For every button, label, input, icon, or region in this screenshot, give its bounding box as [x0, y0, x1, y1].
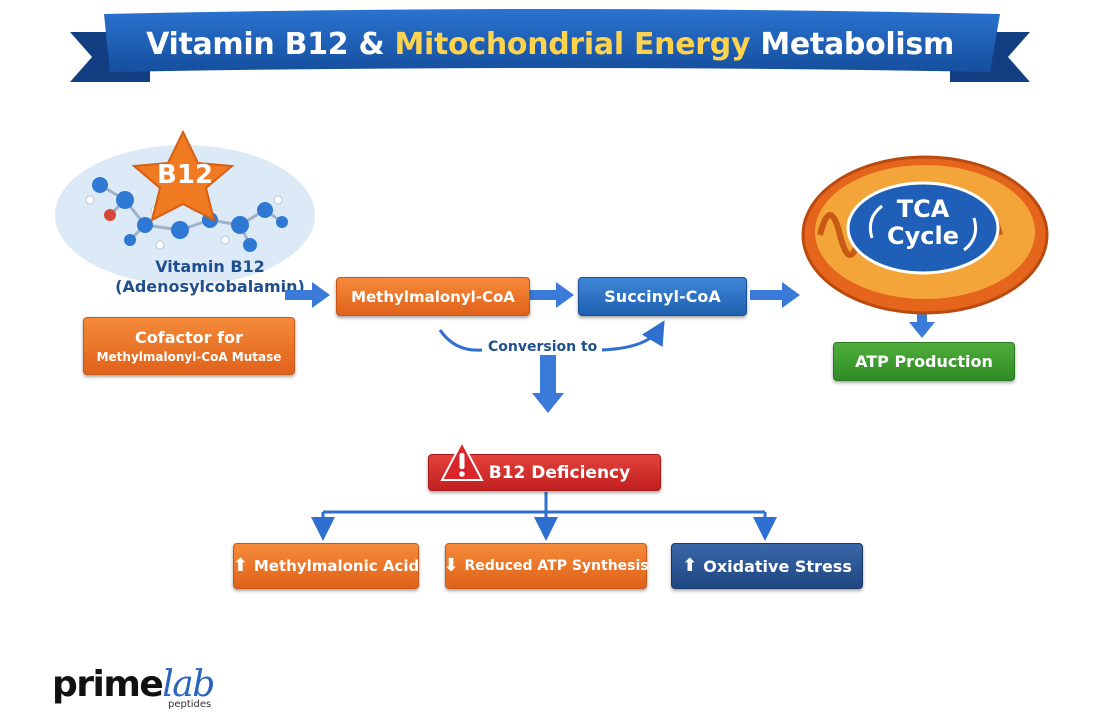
effect-reduced-atp-synthesis: ⬇ Reduced ATP Synthesis — [443, 543, 649, 589]
effect-label: Methylmalonic Acid — [253, 557, 420, 575]
tca-label-line1: TCA — [896, 195, 950, 223]
atp-production-box: ATP Production — [833, 342, 1015, 381]
title-banner — [70, 9, 1030, 82]
logo-prime: prime — [52, 664, 164, 705]
logo-lab: lab — [162, 664, 215, 705]
deficiency-tree — [311, 492, 777, 541]
arrow-b12-to-step1 — [285, 282, 330, 308]
b12-molecule-illustration — [55, 130, 315, 285]
effect-label: Reduced ATP Synthesis — [464, 558, 649, 574]
effect-methylmalonic-acid: ⬆ Methylmalonic Acid — [233, 543, 419, 589]
banner-ribbon — [104, 9, 1000, 72]
effect-oxidative-stress: ⬆Oxidative Stress — [671, 543, 863, 589]
effect-label: Oxidative Stress — [703, 556, 852, 576]
arrow-mito-to-atp — [909, 305, 935, 338]
tca-cycle-badge — [846, 181, 1000, 275]
cofactor-line2: Methylmalonyl-CoA Mutase — [96, 350, 282, 364]
page-title: Vitamin B12 & Mitochondrial Energy Metab… — [146, 27, 954, 62]
arrow-up-icon: ⬆ — [232, 555, 248, 576]
conversion-label: Conversion to — [488, 339, 598, 355]
tca-label-line2: Cycle — [887, 222, 959, 250]
methylmalonyl-coa-box: Methylmalonyl-CoA — [336, 277, 530, 316]
conversion-curve-left — [438, 329, 483, 352]
warning-icon — [440, 440, 484, 481]
b12-star-icon — [131, 130, 235, 222]
mitochondrion-illustration — [801, 155, 1049, 315]
vitamin-b12-name-line1: Vitamin B12 — [155, 257, 265, 276]
succinyl-coa-box: Succinyl-CoA — [578, 277, 747, 316]
arrow-down-icon: ⬇ — [443, 555, 459, 576]
logo-subtitle: peptides — [168, 699, 212, 710]
tca-cycle-label: TCA Cycle — [858, 196, 988, 250]
arrow-up-icon: ⬆ — [682, 555, 698, 576]
arrow-to-deficiency — [532, 355, 564, 413]
vitamin-b12-name-line2: (Adenosylcobalamin) — [115, 277, 305, 296]
vitamin-b12-name: Vitamin B12 (Adenosylcobalamin) — [100, 257, 320, 297]
arrow-step1-to-step2 — [530, 282, 574, 308]
conversion-curve-right — [601, 320, 665, 352]
b12-star-label: B12 — [157, 160, 213, 190]
arrow-step2-to-mito — [750, 282, 800, 308]
pathway-arrows — [285, 282, 935, 413]
cofactor-line1: Cofactor for — [135, 328, 243, 347]
primelab-logo: primelab — [52, 664, 215, 705]
cofactor-box: Cofactor for Methylmalonyl-CoA Mutase — [83, 317, 295, 375]
b12-deficiency-label: B12 Deficiency — [488, 462, 631, 483]
